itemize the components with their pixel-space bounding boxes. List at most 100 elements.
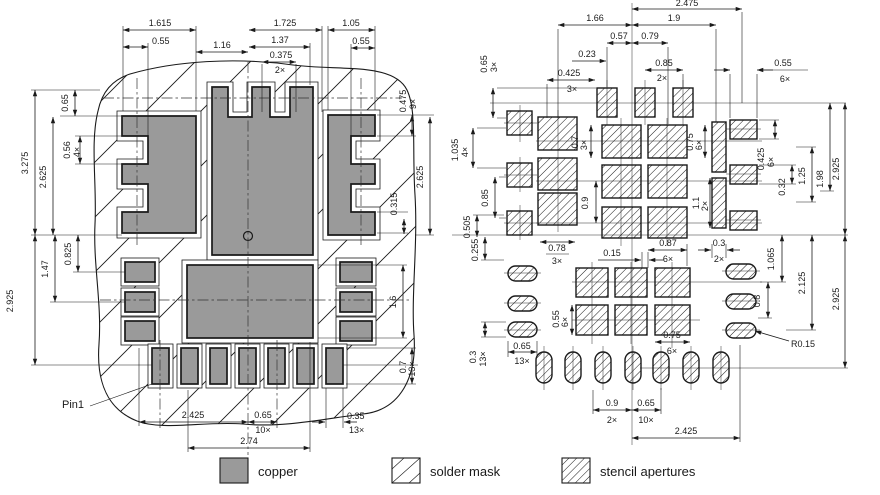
dim-1035: 1.035 — [450, 139, 460, 162]
dim-078: 0.78 — [548, 243, 566, 253]
dim-count-10x: 10× — [255, 425, 270, 435]
dim-075-lower: 0.75 — [663, 330, 681, 340]
pin1-label: Pin1 — [62, 399, 84, 411]
dim-19: 1.9 — [668, 13, 681, 23]
dim-056: 0.56 — [62, 141, 72, 159]
dim-count-13x-b: 13× — [349, 425, 364, 435]
dimension-lines — [32, 27, 433, 451]
dim-032: 0.32 — [777, 178, 787, 196]
dim-03-center: 0.3 — [713, 238, 726, 248]
dim-count-6xe: 6× — [667, 346, 677, 356]
solder-mask-swatch-hatch — [391, 457, 421, 484]
thermal-pad — [186, 264, 314, 339]
dimension-labels: 1.615 0.55 1.16 1.725 1.37 0.375 2× 1.05… — [5, 18, 425, 446]
dim-count-6xf: 6× — [766, 157, 776, 167]
copper-solder-mask-view: 1.615 0.55 1.16 1.725 1.37 0.375 2× 1.05… — [5, 18, 434, 455]
dim-count-13xb: 13× — [478, 351, 488, 366]
dimension-lines-right — [470, 6, 848, 441]
dim-count-2xd: 2× — [607, 415, 617, 425]
dim-116: 1.16 — [213, 40, 231, 50]
dim-105: 1.05 — [342, 18, 360, 28]
dim-079: 0.79 — [641, 31, 659, 41]
dim-065-bottom: 0.65 — [637, 398, 655, 408]
legend-stencil-label: stencil apertures — [600, 464, 696, 479]
extension-lines-right — [473, 12, 834, 442]
dim-0315: 0.315 — [389, 193, 399, 216]
dim-2425: 2.425 — [182, 410, 205, 420]
dim-1615: 1.615 — [149, 18, 172, 28]
dim-count-2x: 2× — [275, 65, 285, 75]
copper-swatch — [219, 457, 249, 484]
dim-065-top: 0.65 — [479, 55, 489, 73]
dim-087: 0.87 — [659, 238, 677, 248]
dim-count-4x: 4× — [72, 147, 82, 157]
legend-solder-mask-label: solder mask — [430, 464, 501, 479]
dim-2925-top: 2.925 — [831, 158, 841, 181]
stencil-swatch — [561, 457, 591, 484]
copper-pad — [121, 115, 197, 234]
dim-2425-bottom: 2.425 — [675, 426, 698, 436]
dim-count-2xc: 2× — [714, 254, 724, 264]
dim-count-3xd: 3× — [552, 256, 562, 266]
dim-08: 0.8 — [752, 295, 762, 308]
dim-count-3xb: 3× — [489, 62, 499, 72]
legend-copper-label: copper — [258, 464, 298, 479]
dim-0255: 0.255 — [470, 239, 480, 262]
dim-2475: 2.475 — [676, 0, 699, 8]
dim-2125: 2.125 — [797, 272, 807, 295]
dim-16: 1.6 — [388, 296, 398, 309]
dim-065-b: 0.65 — [254, 410, 272, 420]
dim-count-13xa: 13× — [514, 356, 529, 366]
dim-count-6xc: 6× — [663, 254, 673, 264]
dim-1725: 1.725 — [274, 18, 297, 28]
dim-085: 0.85 — [655, 58, 673, 68]
aperture-shapes — [506, 87, 758, 384]
dim-2625-left: 2.625 — [38, 166, 48, 189]
dim-035: 0.35 — [347, 411, 365, 421]
dim-count-2xb: 2× — [700, 201, 710, 211]
dim-147: 1.47 — [40, 260, 50, 278]
dim-055-right: 0.55 — [352, 36, 370, 46]
dim-055-left: 0.55 — [152, 36, 170, 46]
dim-2625-right: 2.625 — [415, 166, 425, 189]
copper-pad — [327, 114, 376, 236]
dim-137: 1.37 — [271, 35, 289, 45]
dim-07-inner: 0.7 — [570, 136, 580, 149]
dimension-labels-right: 2.475 1.66 1.9 0.57 0.79 0.23 0.85 2× 0.… — [450, 0, 841, 436]
dim-0505: 0.505 — [462, 216, 472, 239]
copper-pad — [211, 86, 314, 256]
legend: copper solder mask stencil apertures — [219, 457, 696, 484]
dim-09-inner: 0.9 — [580, 197, 590, 210]
centerlines — [100, 62, 410, 455]
dim-055: 0.55 — [774, 58, 792, 68]
dim-2925-bottom: 2.925 — [831, 288, 841, 311]
dim-015: 0.15 — [603, 248, 621, 258]
dim-057: 0.57 — [610, 31, 628, 41]
dim-2925: 2.925 — [5, 290, 15, 313]
dim-166: 1.66 — [586, 13, 604, 23]
dim-274: 2.74 — [240, 436, 258, 446]
dim-125: 1.25 — [797, 167, 807, 185]
dim-023: 0.23 — [578, 49, 596, 59]
dim-085-left: 0.85 — [480, 189, 490, 207]
dim-count-6xd: 6× — [560, 317, 570, 327]
dim-count-6xb: 6× — [694, 140, 704, 150]
dim-0375: 0.375 — [270, 50, 293, 60]
dim-065-left: 0.65 — [513, 341, 531, 351]
dim-09-bottom: 0.9 — [606, 398, 619, 408]
dim-0425-right: 0.425 — [756, 148, 766, 171]
dim-0425-top: 0.425 — [558, 68, 581, 78]
dim-03-left: 0.3 — [468, 351, 478, 364]
radius-label: R0.15 — [791, 339, 815, 349]
dim-11: 1.1 — [691, 197, 701, 210]
dim-count-6xa: 6× — [780, 74, 790, 84]
dim-07: 0.7 — [398, 361, 408, 374]
dim-count-4x: 4× — [460, 147, 470, 157]
dim-1065: 1.065 — [766, 248, 776, 271]
dim-count-13x-r: 13× — [407, 361, 417, 376]
dim-count-2xa: 2× — [657, 73, 667, 83]
dim-198: 1.98 — [815, 170, 825, 188]
dim-count-9x: 9× — [408, 99, 418, 109]
dim-0475: 0.475 — [398, 90, 408, 113]
